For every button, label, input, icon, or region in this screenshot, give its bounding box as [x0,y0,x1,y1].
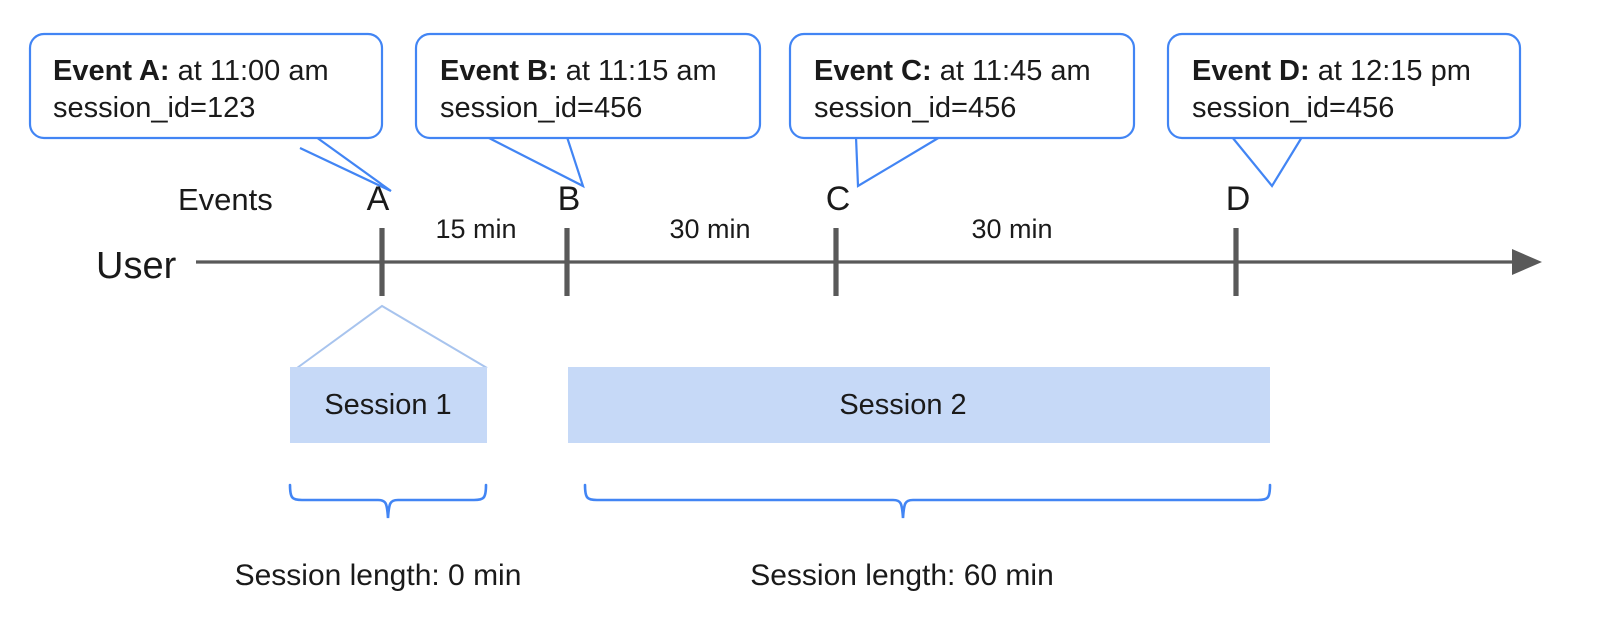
callout-event-d[interactable]: Event D: at 12:15 pm session_id=456 [1166,32,1522,188]
callout-a-line1: Event A: at 11:00 am [53,55,329,87]
callout-d-lead: Event D: [1192,55,1310,87]
point-label-d: D [1226,180,1251,218]
callout-b-lead: Event B: [440,55,558,87]
callout-c-line1: Event C: at 11:45 am [814,55,1091,87]
session-1-brace [288,483,488,519]
session-2-rect [568,367,1270,443]
gap-label-b-c: 30 min [669,214,750,244]
session-1-rect [290,367,487,443]
callout-c-line2: session_id=456 [814,92,1016,124]
point-label-a: A [367,180,390,218]
user-row-label: User [96,245,177,287]
session-2-length-label: Session length: 60 min [750,559,1054,592]
gap-label-a-b: 15 min [435,214,516,244]
callout-a-lead: Event A: [53,55,170,87]
events-row-label: Events [178,182,273,217]
callout-b-box [414,32,762,140]
callout-d-box [1166,32,1522,140]
point-label-b: B [558,180,581,218]
callout-event-a[interactable]: Event A: at 11:00 am session_id=123 [28,32,392,192]
callout-event-c[interactable]: Event C: at 11:45 am session_id=456 [788,32,1136,188]
callout-c-tail [854,136,941,188]
session-1-funnel [296,304,488,369]
point-label-c: C [826,180,851,218]
callout-d-line1: Event D: at 12:15 pm [1192,55,1471,87]
gap-label-c-d: 30 min [971,214,1052,244]
callout-d-line2: session_id=456 [1192,92,1394,124]
callout-b-line2: session_id=456 [440,92,642,124]
session-1-length-label: Session length: 0 min [235,559,522,592]
session-2-brace [583,483,1272,519]
session-2-block[interactable]: Session 2 [568,367,1270,443]
callout-c-lead: Event C: [814,55,932,87]
callout-event-b[interactable]: Event B: at 11:15 am session_id=456 [414,32,762,189]
callout-d-time: at 12:15 pm [1310,55,1471,87]
callout-c-time: at 11:45 am [932,55,1091,87]
callout-c-box [788,32,1136,140]
timeline-arrowhead [1512,249,1542,275]
callout-a-tail [299,136,392,192]
callout-a-time: at 11:00 am [170,55,329,87]
callout-d-tail [1231,136,1303,188]
session-1-label: Session 1 [324,389,451,421]
callout-b-line1: Event B: at 11:15 am [440,55,717,87]
callout-a-box [28,32,384,140]
callout-b-tail [486,136,585,189]
callout-b-time: at 11:15 am [558,55,717,87]
session-2-label: Session 2 [839,389,966,421]
callout-a-line2: session_id=123 [53,92,255,124]
session-1-block[interactable]: Session 1 [290,367,487,443]
